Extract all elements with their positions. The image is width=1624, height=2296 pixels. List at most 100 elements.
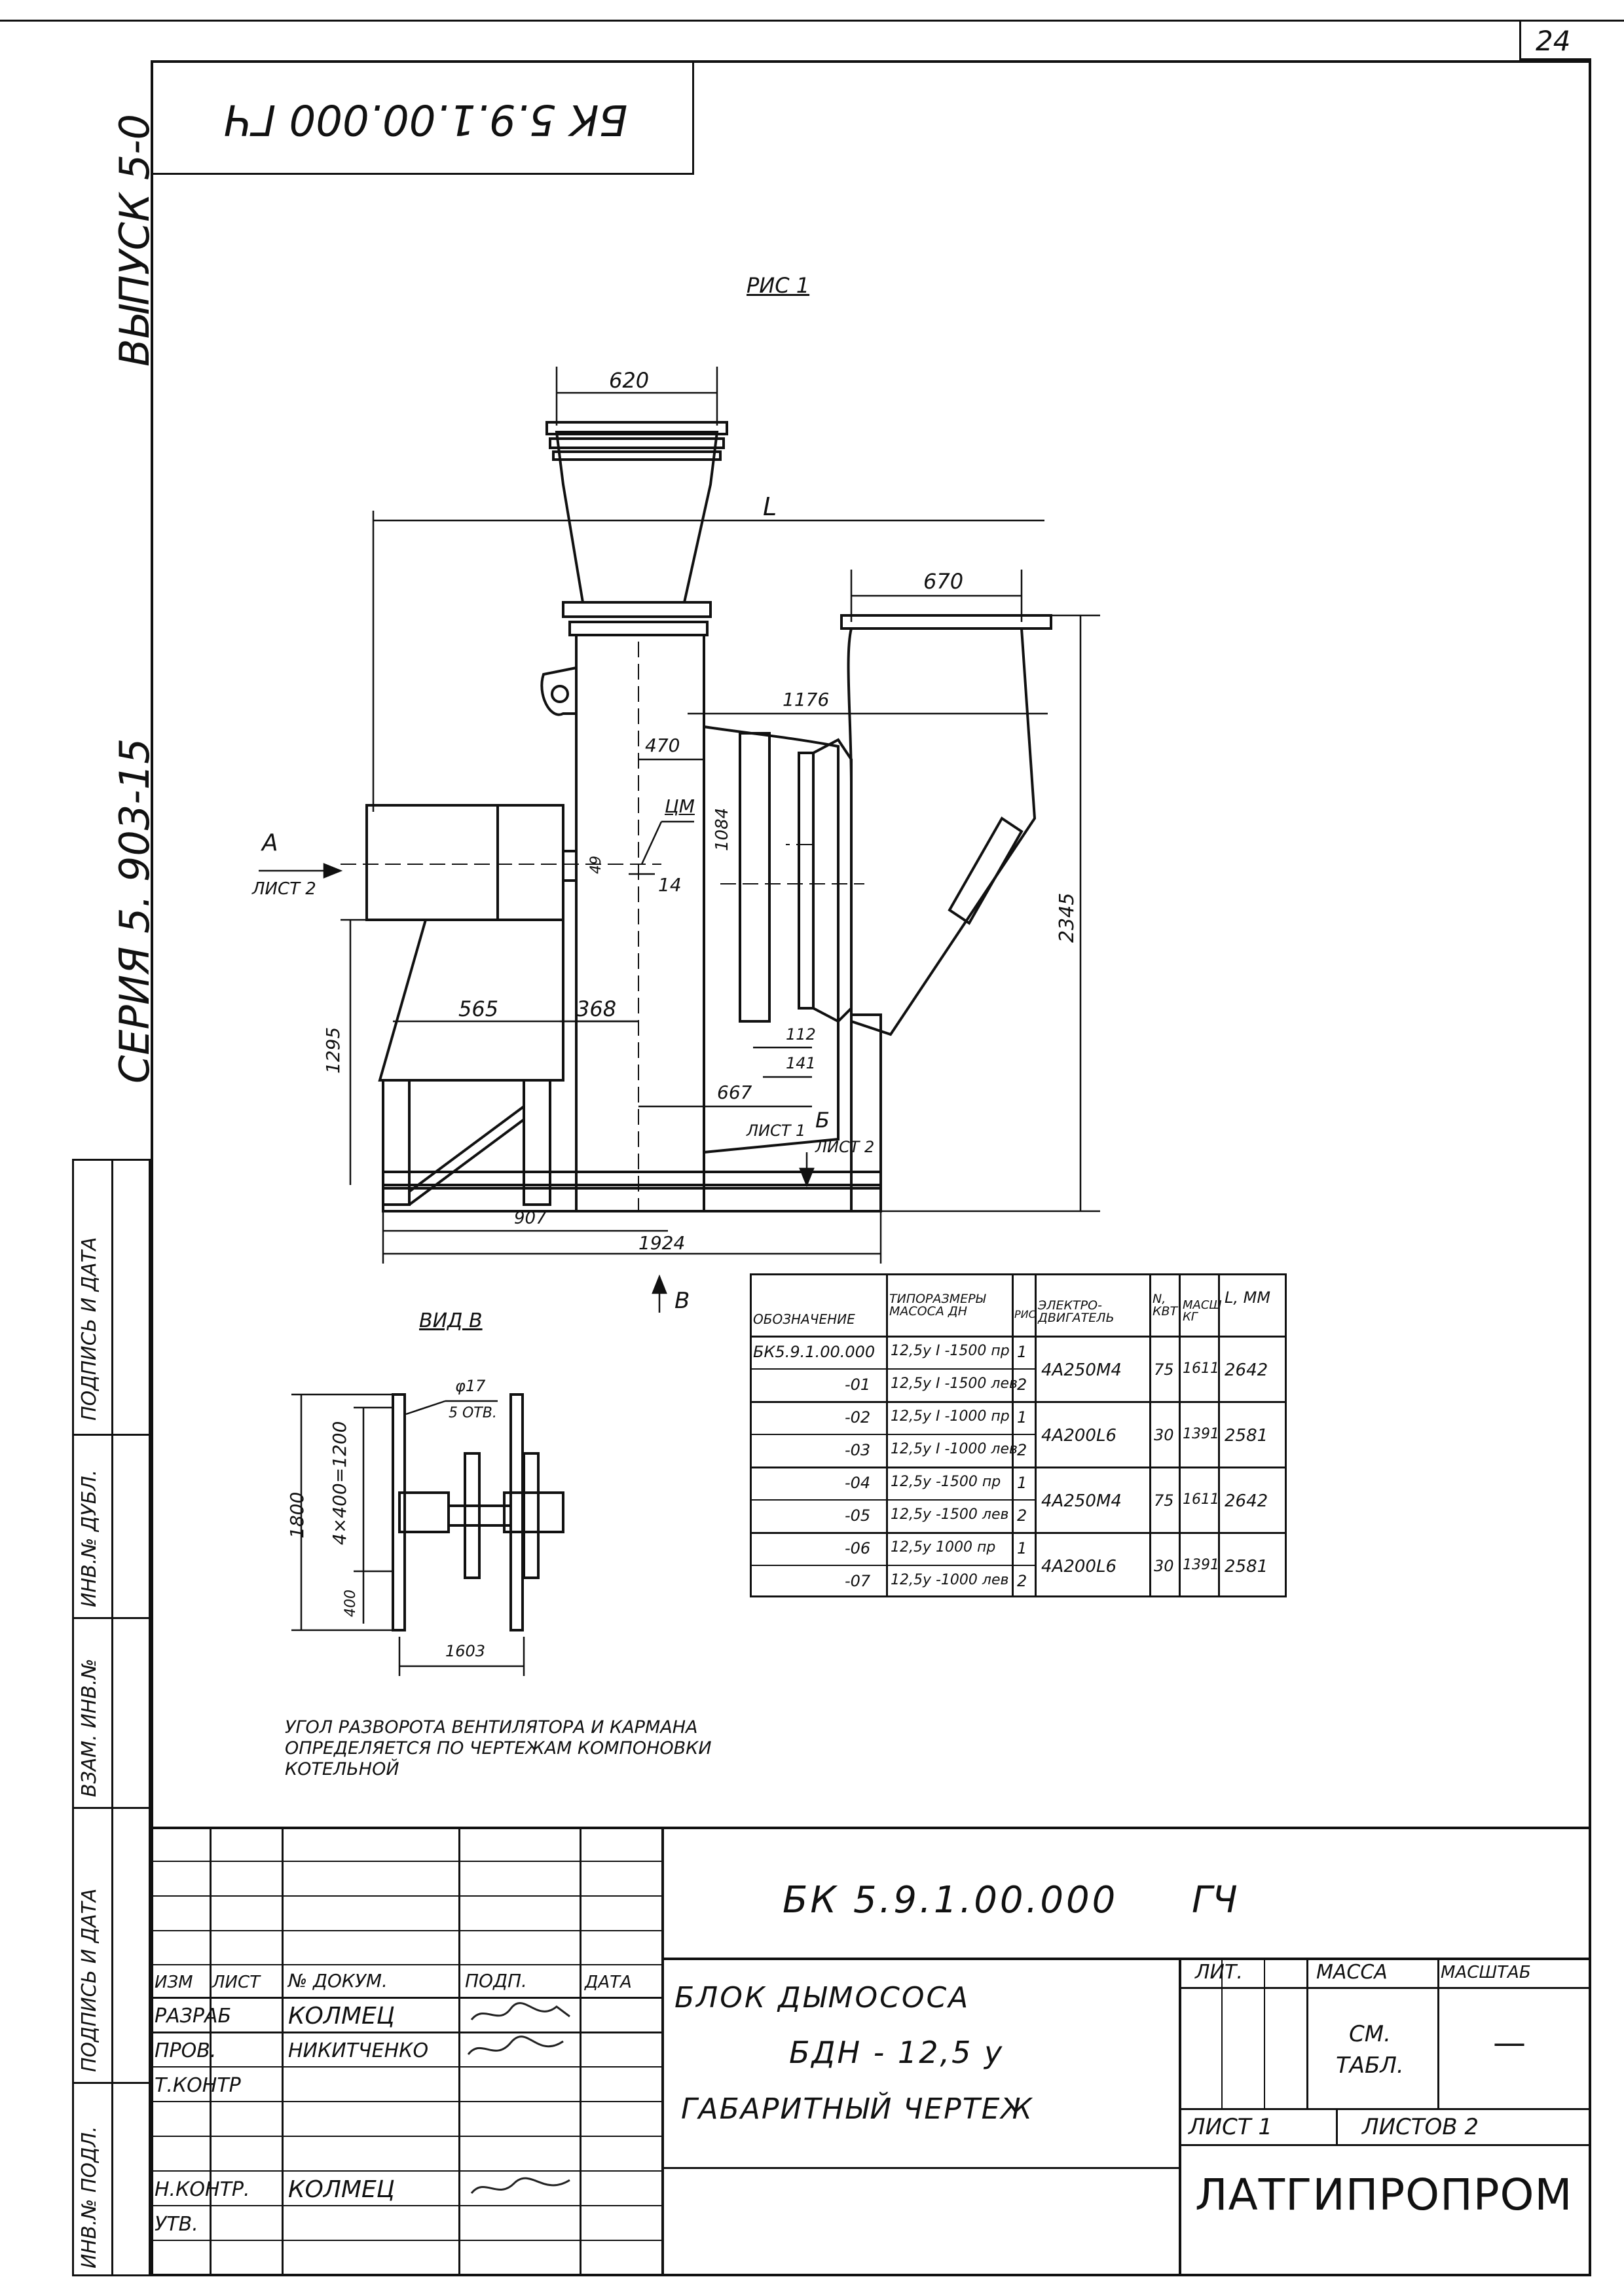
scale-value: — [1493,2024,1526,2062]
table-cell: -02 [845,1408,871,1427]
hole-diameter-label: φ17 [455,1377,486,1395]
page-number: 24 [1536,25,1571,57]
section-a-sheet: ЛИСТ 2 [252,879,316,899]
dim-label: 1603 [445,1642,486,1660]
dim-label: 620 [609,368,650,393]
table-cell: БК5.9.1.00.000 [753,1343,876,1361]
volute [703,725,840,1154]
dim-label: 141 [786,1054,816,1072]
table-cell: -05 [845,1506,871,1525]
section-b-sheet: ЛИСТ 1 [747,1121,806,1140]
section-b-letter: Б [815,1108,830,1133]
dim-label: 14 [658,874,682,896]
table-cell: 4А200L6 [1041,1557,1116,1576]
section-a-letter: А [262,829,278,856]
drawing-frame [151,60,1591,2276]
title-line: ГАБАРИТНЫЙ ЧЕРТЕЖ [681,2092,1033,2126]
tb-role: ПРОВ. [155,2039,217,2062]
cm-leader [640,821,663,865]
frame-leg [523,1079,551,1206]
tb-header: ДАТА [585,1973,632,1992]
lit-label: ЛИТ. [1195,1961,1243,1984]
signature [470,2177,570,2194]
hole-count-label: 5 ОТВ. [449,1405,497,1421]
dim-label: 1924 [638,1232,686,1254]
signature [470,2002,570,2020]
sheet-number: ЛИСТ 1 [1189,2114,1272,2140]
table-cell: -01 [845,1376,871,1394]
tb-header: ПОДП. [465,1970,527,1992]
lifting-lug [540,666,578,716]
dim-label: 368 [576,996,617,1021]
frame-leg [382,1079,411,1206]
inlet-flange [549,437,725,449]
view-v-title: ВИД В [419,1309,483,1332]
table-cell: 12,5у -1500 лев [891,1506,1009,1523]
title-line: БДН - 12,5 у [789,2035,1005,2070]
section-b-sheet: ЛИСТ 2 [815,1138,875,1156]
scale-label: МАСШТАБ [1441,1963,1531,1982]
table-cell: 30 [1154,1426,1174,1444]
table-cell: 12,5у I -1000 пр [891,1408,1010,1425]
table-header: L, ММ [1225,1288,1271,1307]
table-cell: 1 [1017,1408,1027,1427]
table-cell: 12,5у I -1000 лев [891,1441,1018,1457]
table-header: N, КВТ [1153,1292,1178,1319]
dim-label: 112 [786,1025,816,1044]
tb-role: Т.КОНТР [155,2074,241,2097]
table-cell: 1 [1017,1474,1027,1492]
tb-header: ИЗМ [155,1973,193,1992]
tb-role: УТВ. [155,2213,198,2236]
support-column [850,1013,882,1212]
table-cell: 12,5у I -1500 пр [891,1343,1010,1359]
mass-value: ТАБЛ. [1336,2052,1404,2079]
table-cell: 2 [1017,1441,1027,1459]
table-header: ОБОЗНАЧЕНИЕ [753,1311,855,1327]
damper-ring [798,752,815,1010]
inlet-box [739,732,771,1023]
organization: ЛАТГИПРОПРОМ [1195,2170,1573,2220]
table-cell: 2642 [1225,1491,1268,1511]
tb-role: РАЗРАБ [155,2005,232,2028]
table-cell: 4А250М4 [1041,1360,1122,1380]
table-cell: -04 [845,1474,871,1492]
doc-number: БК 5.9.1.00.000 [783,1879,1118,1922]
note-line: КОТЕЛЬНОЙ [285,1759,399,1779]
table-cell: 12,5у 1000 пр [891,1539,996,1556]
signature [467,2035,564,2055]
table-cell: 2581 [1225,1426,1268,1446]
lower-flange [568,621,709,636]
flange-plate [392,1393,406,1631]
section-v-letter: В [674,1288,690,1314]
table-cell: 30 [1154,1557,1174,1575]
table-cell: 12,5у -1500 пр [891,1474,1001,1490]
table-cell: 4А200L6 [1041,1426,1116,1446]
motor-base [378,919,564,1082]
mass-label: МАССА [1316,1961,1388,1984]
table-cell: 2642 [1225,1360,1268,1380]
frame-brace [408,1105,525,1193]
margin-inner-line [111,1159,113,2276]
figure-label: РИС 1 [747,273,810,298]
note-line: ОПРЕДЕЛЯЕТСЯ ПО ЧЕРТЕЖАМ КОМПОНОВКИ [285,1738,712,1758]
table-cell: 1 [1017,1343,1027,1361]
center-mass-label: ЦМ [665,795,695,817]
dim-label: 670 [923,569,964,594]
table-cell: 2 [1017,1376,1027,1394]
mass-value: СМ. [1349,2021,1391,2047]
tb-name: НИКИТЧЕНКО [288,2039,429,2062]
table-cell: -07 [845,1572,871,1590]
page-number-box [1519,20,1591,60]
table-cell: 2 [1017,1506,1027,1525]
hole-leader [405,1400,446,1415]
doc-code: ГЧ [1192,1879,1238,1922]
table-cell: 75 [1154,1491,1174,1510]
inlet-flange [552,450,722,461]
lower-flange [562,601,712,618]
tb-header: ЛИСТ [212,1973,261,1992]
table-cell: 1611 [1183,1360,1219,1377]
table-cell: 1391 [1183,1557,1219,1573]
dim-label: 907 [514,1209,547,1228]
